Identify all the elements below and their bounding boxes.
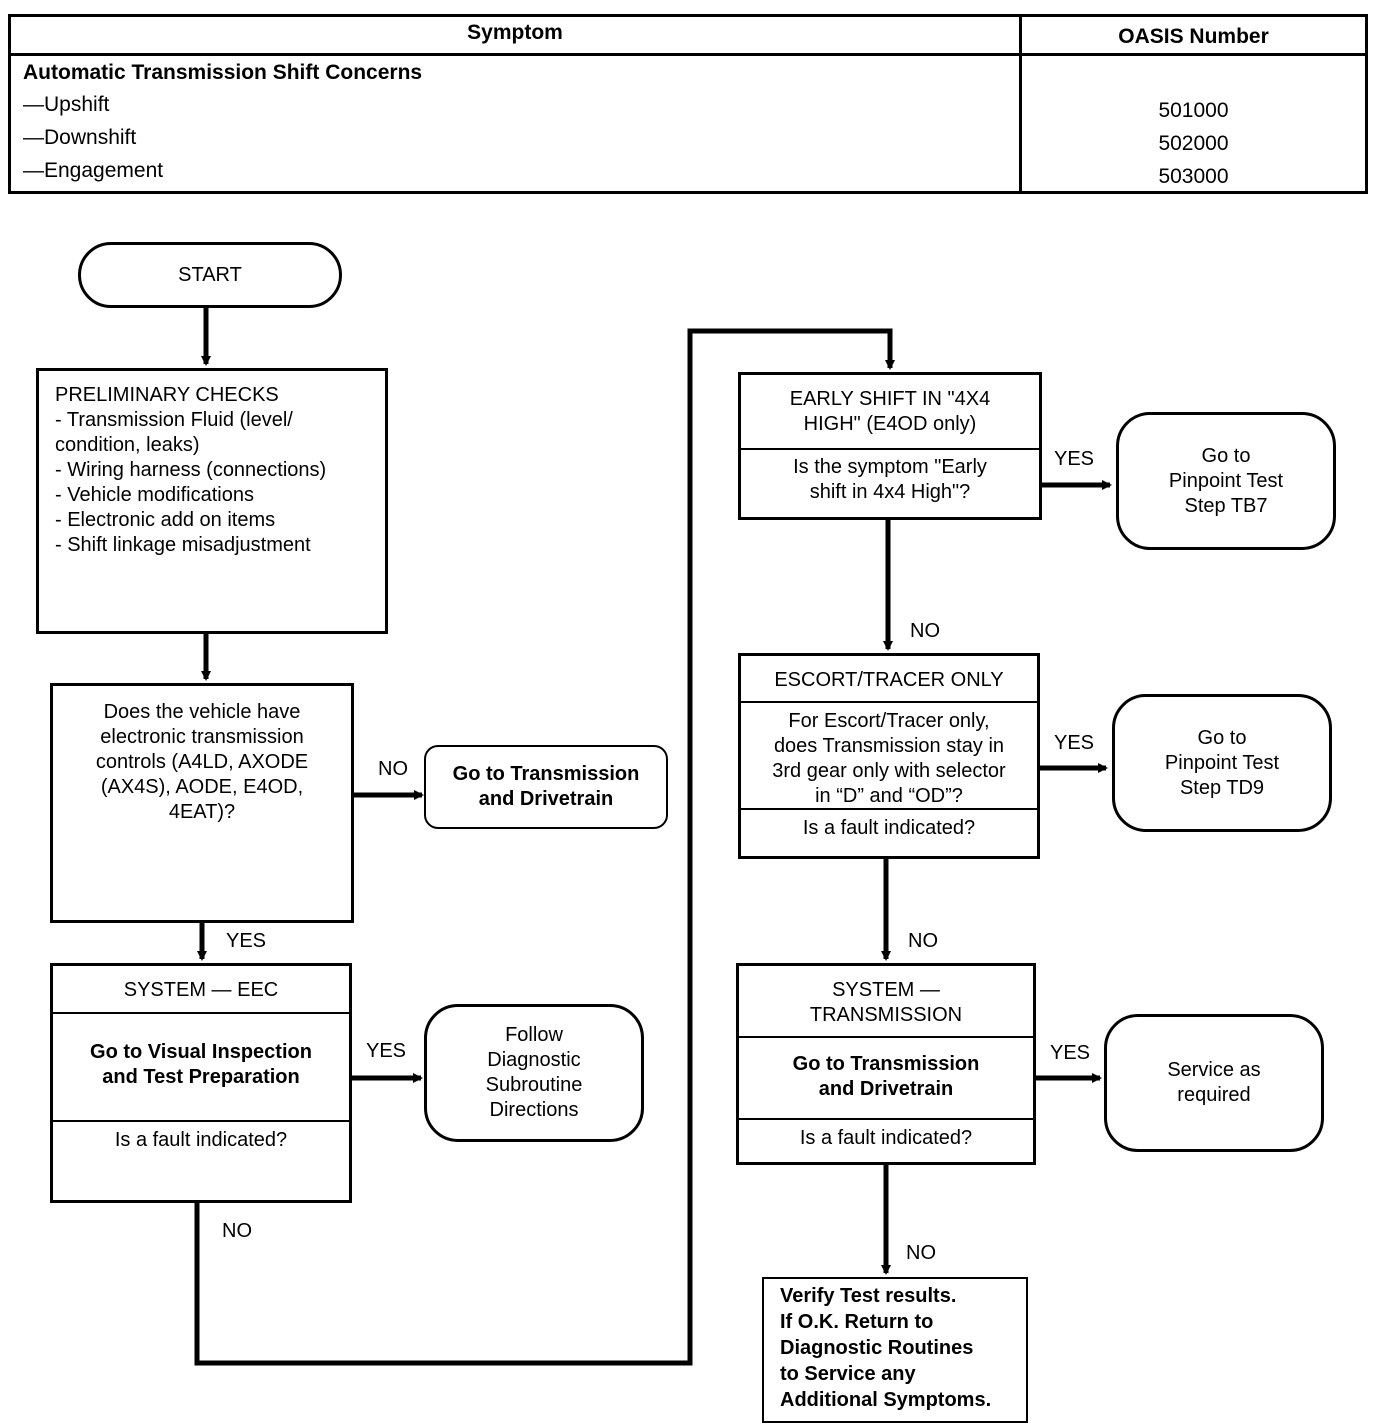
- divider: [53, 1012, 349, 1014]
- escort-tracer-box: ESCORT/TRACER ONLY For Escort/Tracer onl…: [738, 653, 1040, 859]
- arrow-eec-no-path: [194, 328, 895, 1366]
- table-header-symptom: Symptom: [467, 21, 563, 44]
- preliminary-item: - Transmission Fluid (level/ condition, …: [55, 409, 293, 456]
- divider: [739, 1036, 1033, 1038]
- table-column-divider: [1019, 17, 1022, 191]
- table-header-oasis: OASIS Number: [1118, 25, 1269, 48]
- preliminary-item: - Electronic add on items: [55, 509, 276, 531]
- yes-label: YES: [1050, 1042, 1091, 1064]
- divider: [53, 1120, 349, 1122]
- preliminary-item: - Vehicle modifications: [55, 484, 254, 506]
- divider: [741, 808, 1037, 810]
- start-node: START: [78, 242, 342, 308]
- no-label: NO: [910, 620, 940, 642]
- yes-label: YES: [366, 1040, 407, 1062]
- divider: [741, 701, 1037, 703]
- early-shift-box: EARLY SHIFT IN "4X4 HIGH" (E4OD only) Is…: [738, 372, 1042, 520]
- table-row-oasis: 502000: [1158, 132, 1229, 155]
- go-to-td9-label: Go to Pinpoint Test Step TD9: [1164, 726, 1280, 799]
- symptom-table: Symptom OASIS Number Automatic Transmiss…: [8, 14, 1368, 194]
- system-eec-title: SYSTEM — EEC: [123, 979, 279, 1001]
- table-row-oasis: 501000: [1158, 99, 1229, 122]
- follow-diagnostic-node: Follow Diagnostic Subroutine Directions: [424, 1004, 644, 1142]
- preliminary-item: - Wiring harness (connections): [55, 459, 327, 481]
- system-transmission-action: Go to Transmission and Drivetrain: [792, 1053, 980, 1100]
- electronic-controls-question: Does the vehicle have electronic transmi…: [95, 701, 309, 823]
- no-label: NO: [222, 1220, 252, 1242]
- go-to-tb7-label: Go to Pinpoint Test Step TB7: [1168, 444, 1284, 517]
- escort-tracer-fault-question: Is a fault indicated?: [802, 817, 976, 839]
- table-row-symptom: —Downshift: [23, 126, 137, 149]
- go-to-tb7-node: Go to Pinpoint Test Step TB7: [1116, 412, 1336, 550]
- preliminary-title: PRELIMINARY CHECKS: [55, 384, 279, 406]
- verify-results-box: Verify Test results. If O.K. Return to D…: [762, 1277, 1028, 1423]
- service-as-required-label: Service as required: [1167, 1059, 1261, 1106]
- no-label: NO: [906, 1242, 936, 1264]
- table-group-title: Automatic Transmission Shift Concerns: [23, 61, 423, 84]
- divider: [739, 1118, 1033, 1120]
- follow-diagnostic-label: Follow Diagnostic Subroutine Directions: [485, 1024, 583, 1121]
- system-transmission-question: Is a fault indicated?: [799, 1127, 973, 1149]
- table-row-oasis: 503000: [1158, 165, 1229, 188]
- early-shift-question: Is the symptom "Early shift in 4x4 High"…: [793, 456, 987, 503]
- system-eec-question: Is a fault indicated?: [114, 1129, 288, 1151]
- start-label: START: [178, 263, 242, 286]
- escort-tracer-title: ESCORT/TRACER ONLY: [774, 669, 1004, 691]
- escort-tracer-question: For Escort/Tracer only, does Transmissio…: [772, 710, 1006, 807]
- electronic-controls-question-box: Does the vehicle have electronic transmi…: [50, 683, 354, 923]
- preliminary-checks-box: PRELIMINARY CHECKS - Transmission Fluid …: [36, 368, 388, 634]
- go-to-transmission-drivetrain-node: Go to Transmission and Drivetrain: [424, 745, 668, 829]
- table-row-symptom: —Engagement: [23, 159, 164, 182]
- no-label: NO: [378, 758, 408, 780]
- go-to-td9-node: Go to Pinpoint Test Step TD9: [1112, 694, 1332, 832]
- verify-results-text: Verify Test results. If O.K. Return to D…: [780, 1285, 992, 1411]
- preliminary-item: - Shift linkage misadjustment: [55, 534, 311, 556]
- early-shift-title: EARLY SHIFT IN "4X4 HIGH" (E4OD only): [789, 388, 991, 435]
- system-eec-action: Go to Visual Inspection and Test Prepara…: [90, 1041, 312, 1088]
- system-transmission-box: SYSTEM — TRANSMISSION Go to Transmission…: [736, 963, 1036, 1165]
- system-transmission-title: SYSTEM — TRANSMISSION: [809, 979, 963, 1026]
- yes-label: YES: [1054, 732, 1095, 754]
- yes-label: YES: [226, 930, 267, 952]
- system-eec-box: SYSTEM — EEC Go to Visual Inspection and…: [50, 963, 352, 1203]
- table-row-symptom: —Upshift: [23, 93, 110, 116]
- yes-label: YES: [1054, 448, 1095, 470]
- no-label: NO: [908, 930, 938, 952]
- divider: [741, 448, 1039, 450]
- table-header-divider: [11, 53, 1365, 56]
- service-as-required-node: Service as required: [1104, 1014, 1324, 1152]
- go-to-transmission-drivetrain-label: Go to Transmission and Drivetrain: [452, 763, 640, 810]
